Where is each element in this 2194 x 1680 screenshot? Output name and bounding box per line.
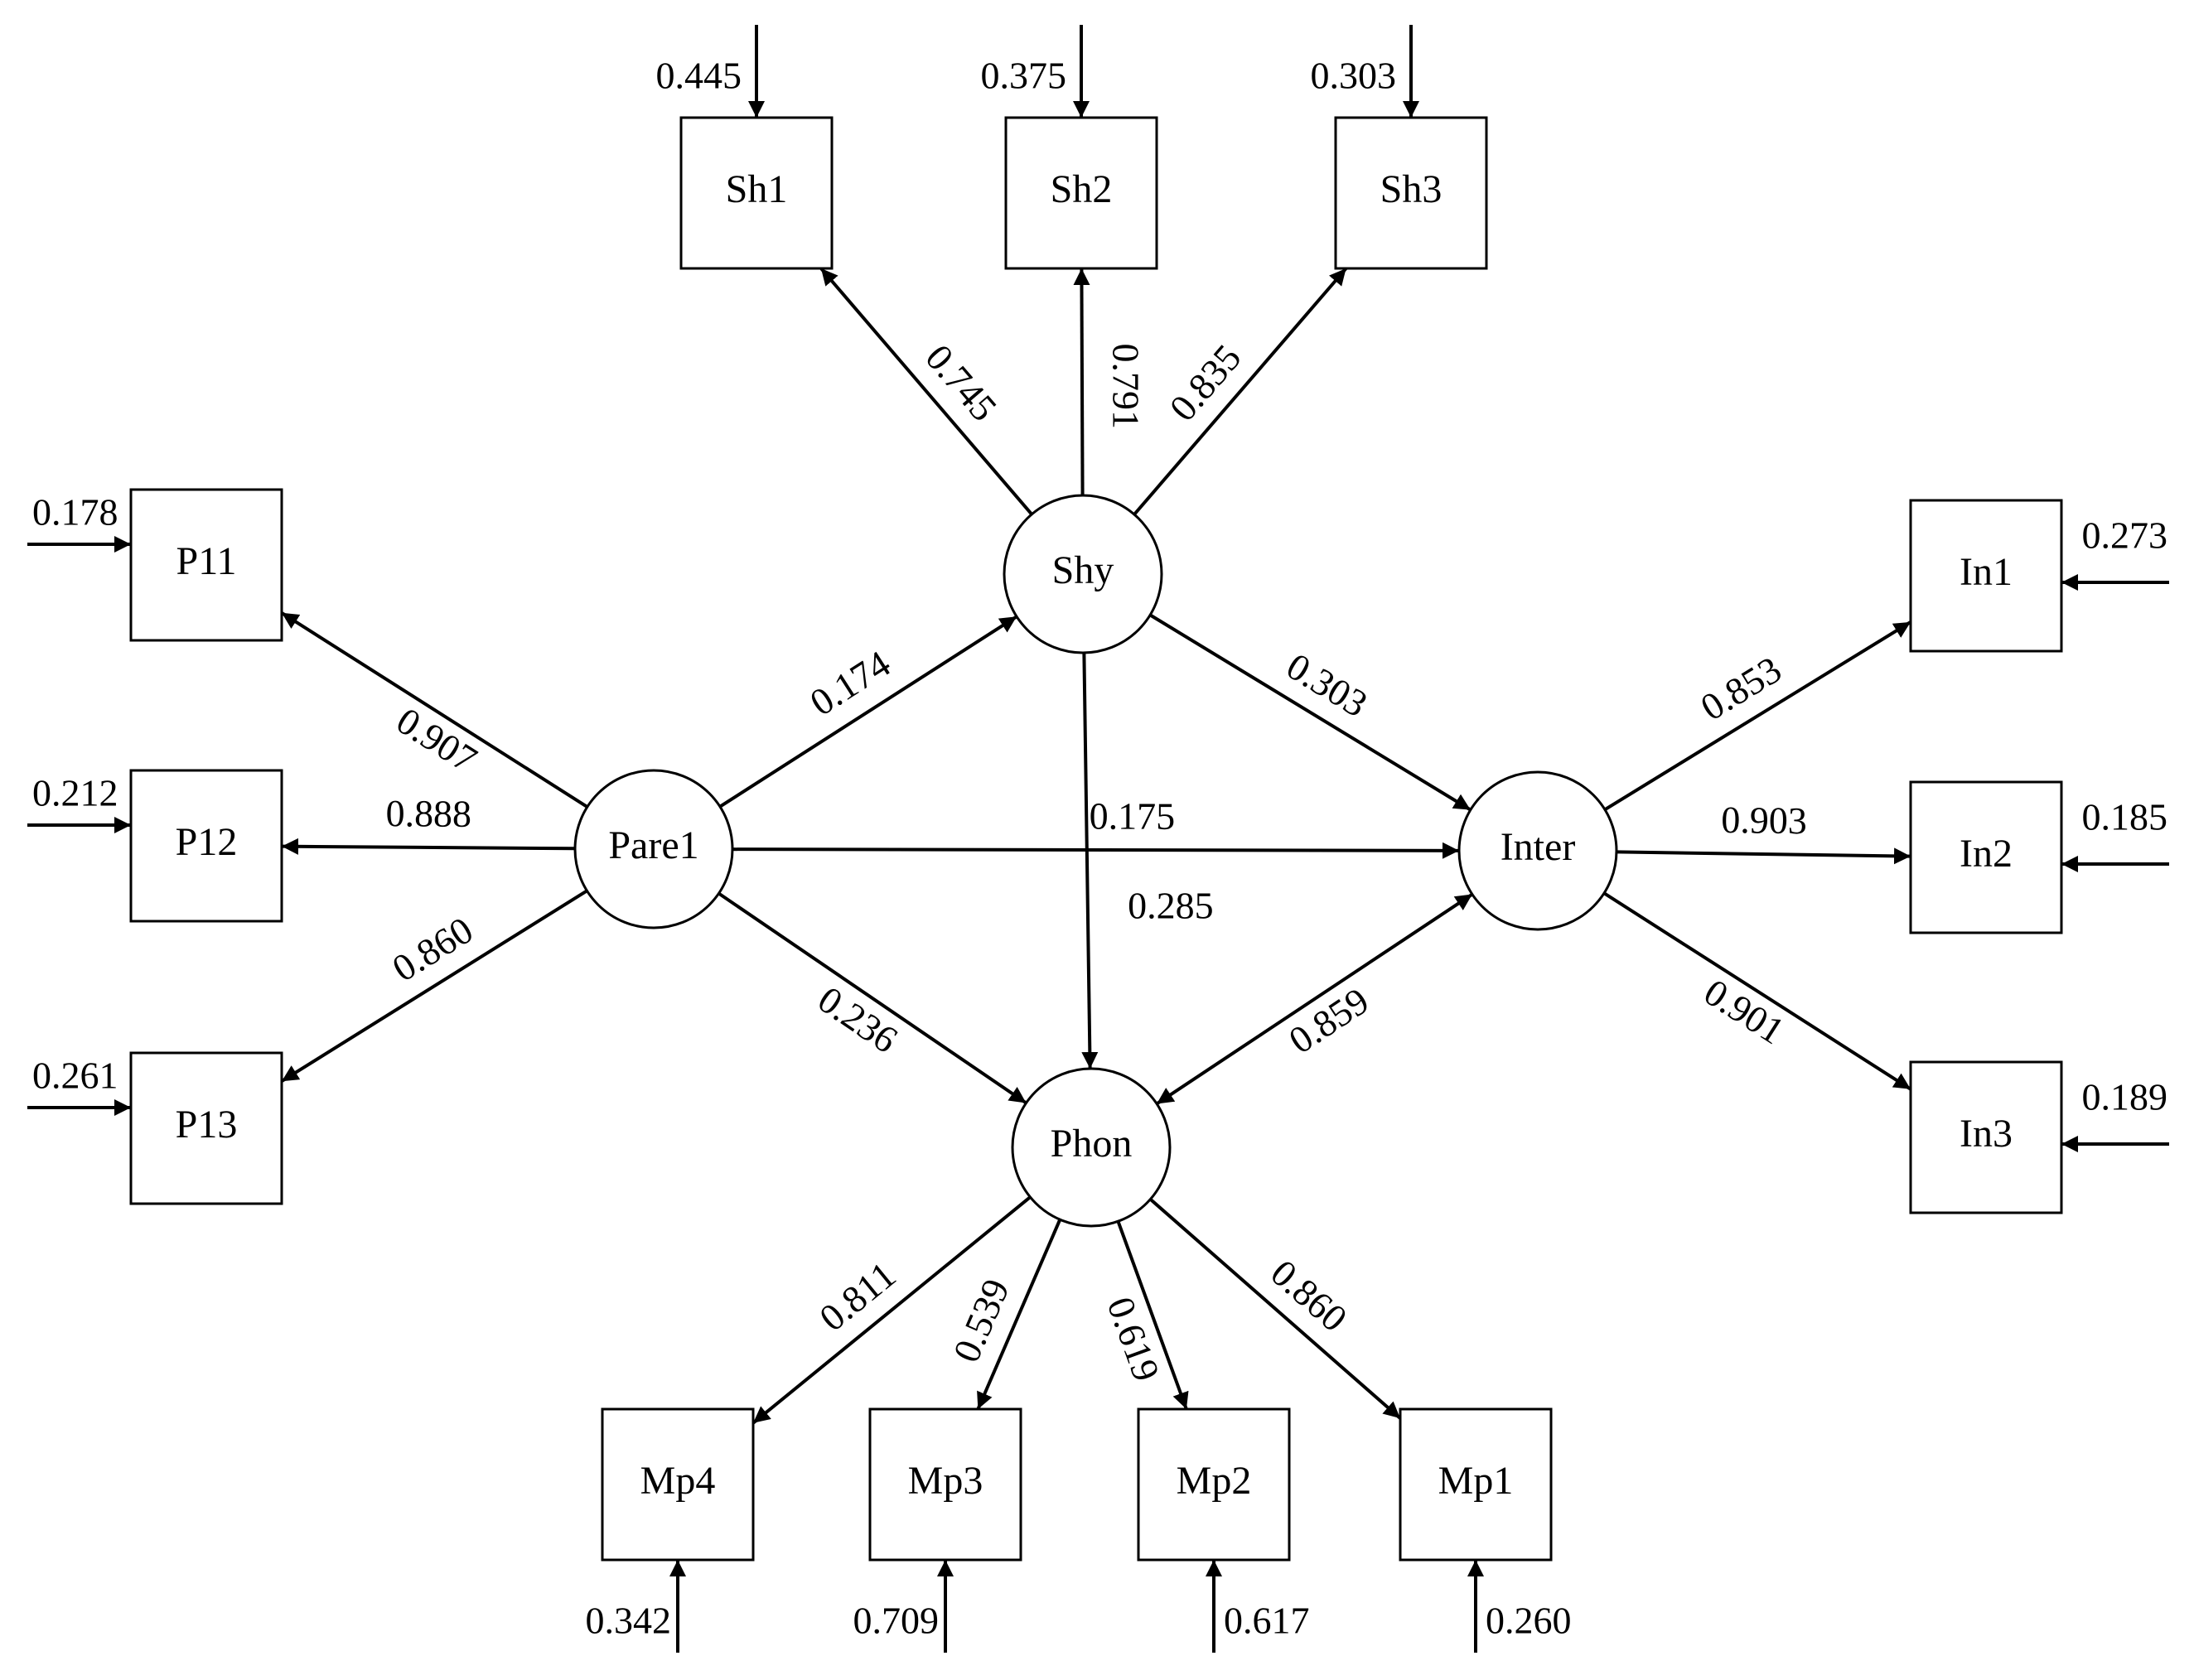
latent-label-phon: Phon	[1051, 1122, 1133, 1166]
indicator-label-sh3: Sh3	[1380, 167, 1443, 211]
error-value-mp4: 0.342	[586, 1600, 672, 1642]
indicator-box-p12	[129, 769, 283, 923]
error-value-in3: 0.189	[2082, 1076, 2168, 1118]
path-shy-to-sh2	[1073, 268, 1090, 496]
indicator-label-in3: In3	[1960, 1112, 2013, 1156]
coef-pare1-shy: 0.174	[803, 642, 898, 724]
coef-shy-sh2: 0.791	[1104, 344, 1147, 429]
path-pare1-to-p13	[280, 889, 588, 1083]
path-pare1-to-p11	[280, 611, 588, 809]
path-inter-to-in3	[1602, 891, 1912, 1091]
error-value-sh1: 0.445	[656, 55, 742, 97]
indicator-box-p13	[129, 1051, 283, 1205]
coef-phon-mp3: 0.539	[945, 1272, 1017, 1368]
error-value-p12: 0.212	[32, 772, 118, 814]
error-value-mp2: 0.617	[1224, 1600, 1310, 1642]
coef-phon-mp2: 0.619	[1099, 1291, 1167, 1387]
path-shy-to-sh1	[819, 267, 1033, 516]
indicator-box-mp3	[868, 1407, 1022, 1562]
indicator-label-mp2: Mp2	[1177, 1459, 1252, 1503]
indicator-box-in3	[1909, 1060, 2063, 1214]
indicator-box-sh1	[679, 116, 834, 270]
path-pare1-to-shy	[718, 615, 1018, 809]
coef-shy-inter: 0.303	[1279, 644, 1375, 725]
latent-node-pare1	[573, 769, 734, 929]
coef-pare1-p13: 0.860	[385, 909, 481, 990]
indicator-box-mp2	[1137, 1407, 1291, 1562]
path-pare1-to-inter	[732, 842, 1460, 859]
indicator-label-p13: P13	[176, 1103, 238, 1147]
coef-phon-mp4: 0.811	[811, 1253, 903, 1340]
indicator-label-p12: P12	[176, 820, 238, 864]
indicator-label-sh1: Sh1	[726, 167, 788, 211]
paths-layer	[280, 267, 1912, 1425]
coef-shy-sh1: 0.745	[917, 336, 1005, 429]
coef-inter-in1: 0.853	[1694, 648, 1789, 729]
coef-phon-mp1: 0.860	[1263, 1252, 1355, 1340]
error-value-mp1: 0.260	[1486, 1600, 1572, 1642]
path-phon-to-mp2	[1116, 1220, 1189, 1410]
coef-inter-in2: 0.903	[1721, 799, 1807, 842]
coef-shy-sh3: 0.835	[1161, 336, 1249, 429]
error-value-mp3: 0.709	[853, 1600, 940, 1642]
latent-label-pare1: Pare1	[608, 823, 698, 867]
path-shy-to-inter	[1149, 613, 1472, 812]
indicator-label-in1: In1	[1960, 550, 2013, 594]
path-inter-to-in2	[1616, 847, 1911, 865]
error-terms-layer: 0.445 0.375 0.303 0.178 0.212 0.261 0.273 0.185…	[27, 25, 2169, 1653]
coef-pare1-p12: 0.888	[385, 792, 471, 835]
coef-shy-phon: 0.285	[1128, 884, 1214, 926]
path-pare1-to-phon	[718, 891, 1027, 1105]
indicator-box-sh3	[1334, 116, 1488, 270]
indicator-label-mp3: Mp3	[908, 1459, 983, 1503]
indicator-box-in2	[1909, 780, 2063, 934]
coef-pare1-phon: 0.236	[810, 978, 905, 1060]
coef-pare1-inter: 0.175	[1090, 795, 1176, 838]
latent-label-shy: Shy	[1052, 548, 1114, 592]
latent-node-phon	[1011, 1067, 1172, 1228]
path-phon-to-mp3	[976, 1219, 1062, 1410]
path-phon-to-mp4	[751, 1195, 1032, 1425]
indicator-box-mp1	[1399, 1407, 1553, 1562]
path-shy-to-phon	[1081, 652, 1099, 1069]
path-shy-to-sh3	[1133, 267, 1348, 516]
latent-node-shy	[1003, 494, 1163, 654]
indicator-box-mp4	[601, 1407, 755, 1562]
path-inter-to-phon	[1156, 892, 1473, 1106]
path-phon-to-mp1	[1149, 1198, 1402, 1420]
latent-label-inter: Inter	[1501, 825, 1576, 869]
error-value-sh3: 0.303	[1311, 55, 1397, 97]
error-value-in1: 0.273	[2082, 514, 2168, 557]
error-value-in2: 0.185	[2082, 796, 2168, 838]
indicator-label-mp1: Mp1	[1438, 1459, 1514, 1503]
indicator-label-mp4: Mp4	[640, 1459, 716, 1503]
indicator-label-p11: P11	[176, 539, 237, 583]
indicator-label-in2: In2	[1960, 832, 2013, 876]
error-value-sh2: 0.375	[981, 55, 1067, 97]
indicator-box-sh2	[1004, 116, 1158, 270]
path-inter-to-in1	[1603, 620, 1912, 812]
latent-node-inter	[1457, 770, 1618, 931]
indicator-label-sh2: Sh2	[1051, 167, 1113, 211]
indicator-box-p11	[129, 488, 283, 642]
error-value-p11: 0.178	[32, 491, 118, 533]
path-pare1-to-p12	[281, 838, 576, 855]
indicator-box-in1	[1909, 499, 2063, 653]
error-value-p13: 0.261	[32, 1055, 118, 1097]
